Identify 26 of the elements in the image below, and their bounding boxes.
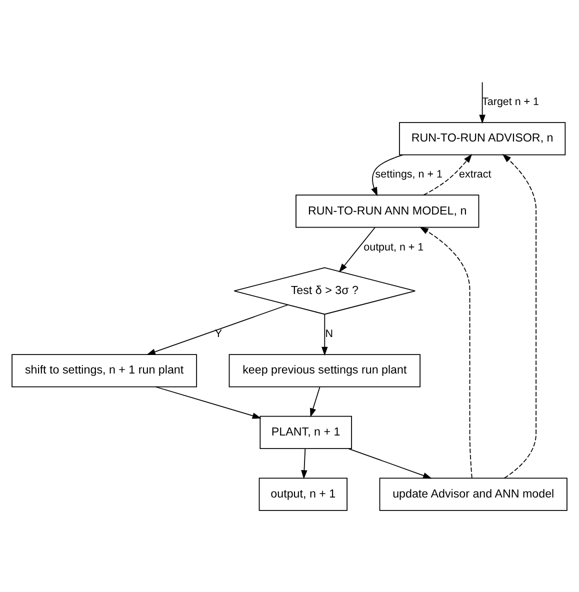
edge-label: settings, n + 1 — [375, 168, 442, 181]
edge-label: output, n + 1 — [364, 241, 424, 254]
node-diamond: Test δ > 3σ ? — [234, 267, 416, 315]
arrow — [338, 227, 376, 272]
arrow — [419, 226, 472, 479]
arrow — [301, 448, 308, 480]
arrow — [479, 82, 486, 124]
arrow — [423, 154, 472, 196]
node-box: update Advisor and ANN model — [379, 478, 568, 511]
arrow — [322, 314, 328, 356]
arrow — [155, 386, 262, 419]
edge-label: extract — [459, 168, 492, 181]
arrow — [146, 304, 288, 355]
node-box: RUN-TO-RUN ADVISOR, n — [399, 122, 566, 156]
arrow — [371, 154, 404, 196]
edge-label: Y — [214, 328, 222, 340]
node-box: PLANT, n + 1 — [260, 416, 352, 450]
edge-label: Target n + 1 — [482, 96, 540, 108]
arrow — [502, 154, 537, 479]
edge-label: N — [325, 328, 334, 340]
node-box: RUN-TO-RUN ANN MODEL, n — [296, 194, 480, 228]
arrow — [310, 386, 320, 418]
node-box: shift to settings, n + 1 run plant — [12, 354, 197, 388]
arrow — [348, 448, 432, 479]
node-box: keep previous settings run plant — [228, 354, 420, 388]
node-box: output, n + 1 — [258, 478, 348, 511]
